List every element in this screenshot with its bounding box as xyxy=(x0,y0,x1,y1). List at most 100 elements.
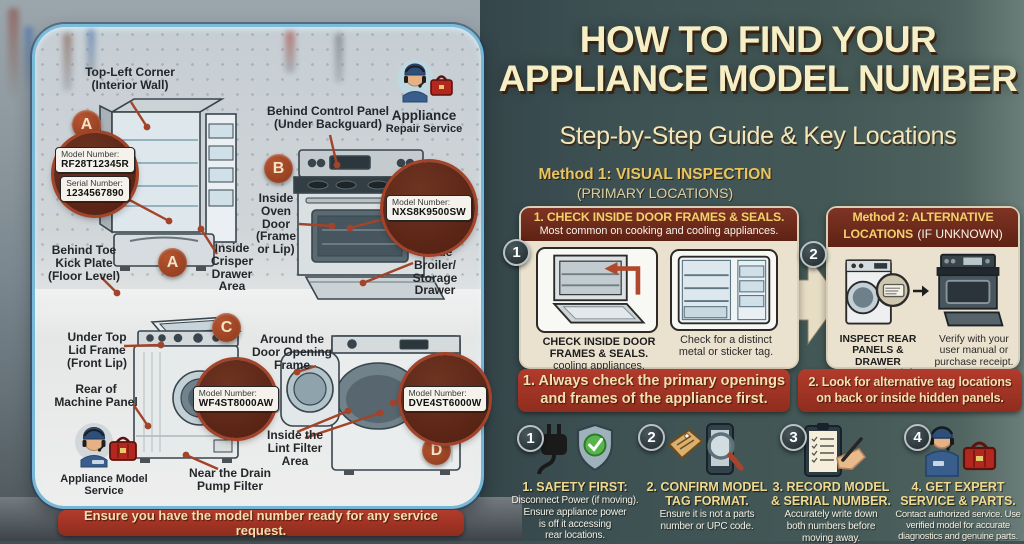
clipboard-pen-icon xyxy=(804,423,867,477)
model-number-value: RF28T12345R xyxy=(61,158,129,170)
fridge-serial-tag: Serial Number: 1234567890 xyxy=(60,175,130,202)
logo-line-2: Repair Service xyxy=(385,123,463,136)
step4-number-badge: 4 xyxy=(904,424,931,451)
step1-title: 1. SAFETY FIRST: xyxy=(522,480,628,494)
right-arrow-icon xyxy=(913,285,929,297)
model-number-value: NXS8K9500SW xyxy=(392,207,466,218)
page-title: HOW TO FIND YOUR APPLIANCE MODEL NUMBER xyxy=(498,19,1018,100)
callout-oven-model: Model Number: NXS8K9500SW xyxy=(383,162,475,254)
panel2-header: Method 2: ALTERNATIVE LOCATIONS (IF UNKN… xyxy=(828,208,1018,247)
step1-number-badge: 1 xyxy=(517,425,544,452)
panel-check-door-frames: 1. CHECK INSIDE DOOR FRAMES & SEALS. Mos… xyxy=(519,206,799,372)
panel1-number-badge: 1 xyxy=(503,239,530,266)
model-number-label: Model Number: xyxy=(408,388,467,398)
step-safety-first: 1 1. SAFETY FIRST: Disconnect Power (if … xyxy=(506,420,644,544)
range-rear-icon xyxy=(936,253,1004,327)
technician-toolbox-icon xyxy=(925,426,997,477)
step2-number-badge: 2 xyxy=(638,424,665,451)
panel2-title-line1: Method 2: ALTERNATIVE xyxy=(852,210,994,224)
washer-model-tag: Model Number: WF4ST8000AW xyxy=(192,386,280,412)
model-number-label: Model Number: xyxy=(198,388,257,398)
step2-title: 2. CONFIRM MODEL TAG FORMAT. xyxy=(646,480,768,508)
panel1-caption-right: Check for a distinct metal or sticker ta… xyxy=(678,334,774,359)
step4-body: Contact authorized service. Use verified… xyxy=(895,509,1021,543)
blurred-tool xyxy=(8,8,19,100)
serial-number-value: 1234567890 xyxy=(66,187,124,199)
panel1-title: 1. CHECK INSIDE DOOR FRAMES & SEALS. xyxy=(533,210,785,224)
step3-number-badge: 3 xyxy=(780,424,807,451)
step-get-service: 4 4. GET EXPERT SERVICE & PARTS. Contact… xyxy=(892,420,1024,544)
phone-tag-magnifier-icon xyxy=(667,423,744,475)
rule2-banner: 2. Look for alternative tag locations on… xyxy=(798,369,1022,412)
bottom-steps: 1 1. SAFETY FIRST: Disconnect Power (if … xyxy=(506,420,1024,544)
callout-washer-model: Model Number: WF4ST8000AW xyxy=(192,360,280,438)
hand-icon xyxy=(836,448,867,470)
appliance-model-service-logo: Appliance Model Service xyxy=(52,420,156,497)
logo-line-1: Appliance Model xyxy=(60,473,148,485)
panel2-title-line2: LOCATIONS xyxy=(843,226,913,241)
blurred-tool xyxy=(87,29,95,75)
label-inside-broiler-drawer: Inside Broiler/ Storage Drawer xyxy=(412,246,458,298)
oven-open-door-illustration xyxy=(536,247,658,334)
badge-b-range: B xyxy=(264,154,293,183)
title-line-2: APPLIANCE MODEL NUMBER xyxy=(498,58,1018,100)
logo-line-2: Service xyxy=(84,485,124,498)
label-rear-machine-panel: Rear of Machine Panel xyxy=(54,382,138,409)
step2-body: Ensure it is not a parts number or UPC c… xyxy=(659,509,755,532)
fridge-open-illustration xyxy=(670,249,778,332)
blurred-tool xyxy=(335,33,343,83)
blurred-tool xyxy=(24,26,33,98)
pen-icon xyxy=(841,437,863,462)
magnifier-icon xyxy=(707,432,735,460)
blurred-tool xyxy=(285,31,295,73)
panel2-title-suffix: (IF UNKNOWN) xyxy=(917,226,1003,241)
title-line-1: HOW TO FIND YOUR xyxy=(579,19,937,60)
panel2-number-badge: 2 xyxy=(800,241,827,268)
fridge-open-icon xyxy=(677,255,771,325)
step3-title: 3. RECORD MODEL & SERIAL NUMBER. xyxy=(771,480,891,508)
label-under-top-lid: Under Top Lid Frame (Front Lip) xyxy=(67,330,127,370)
dryer-model-tag: Model Number: DVE4ST6000W xyxy=(402,386,488,412)
method1-subtitle: (PRIMARY LOCATIONS) xyxy=(576,185,734,201)
step3-body: Accurately write down both numbers befor… xyxy=(784,509,878,544)
panel1-caption-left-bold: CHECK INSIDE DOOR FRAMES & SEALS. xyxy=(542,336,656,361)
label-inside-lint-filter: Inside the Lint Filter Area xyxy=(266,428,323,468)
step1-body: Disconnect Power (if moving). Ensure app… xyxy=(511,495,639,542)
page-subtitle: Step-by-Step Guide & Key Locations xyxy=(559,122,957,150)
label-behind-toe-kick: Behind Toe Kick Plate (Floor Level) xyxy=(47,243,120,283)
rule1-banner: 1. Always check the primary openings and… xyxy=(518,369,790,412)
method1-heading: Method 1: VISUAL INSPECTION (PRIMARY LOC… xyxy=(498,166,812,201)
logo-line-1: Appliance xyxy=(391,108,457,123)
panel-alternative-locations: Method 2: ALTERNATIVE LOCATIONS (IF UNKN… xyxy=(826,206,1020,379)
technician-avatar-icon xyxy=(75,423,137,468)
panel1-subtitle: Most common on cooking and cooling appli… xyxy=(539,224,779,237)
washer-rear-inspect-icon xyxy=(845,259,910,325)
panel2-caption-right: Verify with your user manual or purchase… xyxy=(934,333,1014,368)
model-number-value: DVE4ST6000W xyxy=(408,398,482,409)
checkmark-icon xyxy=(588,438,603,452)
badge-c-washer: C xyxy=(212,313,241,342)
tag-icon xyxy=(667,428,704,460)
blurred-tool xyxy=(63,33,72,91)
callout-dryer-model: Model Number: DVE4ST6000W xyxy=(401,355,489,443)
label-top-left-corner: Top-Left Corner (Interior Wall) xyxy=(85,65,175,92)
label-near-drain-pump: Near the Drain Pump Filter xyxy=(188,466,272,493)
label-around-door-frame: Around the Door Opening Frame xyxy=(252,332,332,372)
label-inside-crisper: Inside Crisper Drawer Area xyxy=(210,241,254,294)
label-behind-control-panel: Behind Control Panel (Under Backguard) xyxy=(266,104,389,131)
model-number-label: Model Number: xyxy=(392,197,451,207)
model-number-value: WF4ST8000AW xyxy=(198,398,274,409)
step-record-numbers: 3 3. RECORD MODEL & SERIAL NUMBER. Accur… xyxy=(770,420,892,544)
panel2-caption-left-bold: INSPECT REAR PANELS & DRAWER xyxy=(839,333,917,368)
model-number-label: Model Number: xyxy=(61,148,120,159)
label-inside-oven-door: Inside Oven Door (Frame or Lip) xyxy=(255,191,296,257)
badge-a-freezer: A xyxy=(158,248,187,277)
technician-avatar-icon xyxy=(397,60,453,103)
callout-fridge-model: Model Number: RF28T12345R Serial Number:… xyxy=(54,133,136,215)
method1-title: Method 1: VISUAL INSPECTION xyxy=(538,166,772,183)
service-reminder-banner: Ensure you have the model number ready f… xyxy=(58,508,464,538)
oven-model-tag: Model Number: NXS8K9500SW xyxy=(386,195,472,221)
oven-open-icon xyxy=(552,254,646,324)
plug-and-shield-icon xyxy=(537,423,614,475)
serial-number-label: Serial Number: xyxy=(66,177,123,188)
